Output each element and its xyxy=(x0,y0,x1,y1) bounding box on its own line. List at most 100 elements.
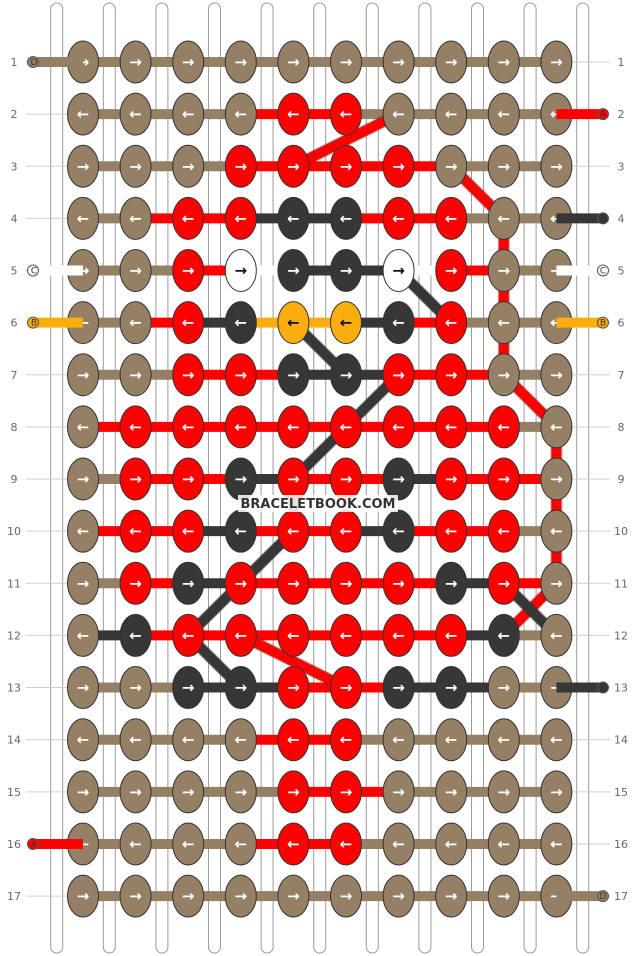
knot: ← xyxy=(487,613,520,657)
arrow-left-icon: ← xyxy=(287,209,300,227)
row-number-left: 10 xyxy=(7,525,21,538)
knot-bead xyxy=(435,405,468,449)
arrow-left-icon: ← xyxy=(498,314,511,332)
knot-bead xyxy=(172,613,205,657)
knot: ← xyxy=(435,718,468,762)
knot-bead xyxy=(224,561,257,605)
knot-bead xyxy=(172,822,205,866)
knot: → xyxy=(487,457,520,501)
knot-bead xyxy=(119,92,152,136)
knot: → xyxy=(487,249,520,293)
knot: → xyxy=(277,666,310,710)
row-number-left: 8 xyxy=(11,421,18,434)
arrow-right-icon: → xyxy=(235,157,248,175)
strand-rail xyxy=(50,2,64,954)
knot: → xyxy=(435,144,468,188)
knot: ← xyxy=(277,301,310,345)
knot-bead xyxy=(119,666,152,710)
knot: → xyxy=(330,353,362,397)
knot-bead xyxy=(172,405,205,449)
knot: ← xyxy=(277,92,310,136)
arrow-left-icon: ← xyxy=(340,314,353,332)
knot-bead xyxy=(67,666,99,710)
knot-bead xyxy=(119,718,152,762)
row-number-left: 1 xyxy=(11,56,18,69)
knot: → xyxy=(487,144,520,188)
knot-bead xyxy=(277,144,310,188)
knot-bead xyxy=(435,249,468,293)
knot-bead xyxy=(224,40,257,84)
knot-bead xyxy=(487,770,520,814)
strand-label-right: E xyxy=(600,684,606,694)
knot-bead xyxy=(487,144,520,188)
knot: → xyxy=(487,561,520,605)
knot: → xyxy=(330,249,362,293)
knot-bead xyxy=(67,457,99,501)
arrow-right-icon: → xyxy=(392,366,405,384)
row-number-right: 8 xyxy=(618,421,625,434)
knot: → xyxy=(172,353,205,397)
knot-bead xyxy=(487,405,520,449)
knot-bead xyxy=(382,405,415,449)
thread-diagonal xyxy=(288,109,404,172)
knot-bead xyxy=(224,249,257,293)
arrow-left-icon: ← xyxy=(287,314,300,332)
knot: → xyxy=(382,666,415,710)
knot-bead xyxy=(540,770,573,814)
arrow-left-icon: ← xyxy=(445,522,458,540)
arrow-right-icon: → xyxy=(498,470,511,488)
knot-bead xyxy=(540,822,573,866)
knot: ← xyxy=(330,718,362,762)
arrow-right-icon: → xyxy=(129,157,142,175)
arrow-left-icon: ← xyxy=(235,626,248,644)
strand-label-left: D xyxy=(31,58,38,68)
knot: ← xyxy=(540,509,573,553)
row-number-left: 7 xyxy=(11,369,18,382)
arrow-left-icon: ← xyxy=(498,731,511,749)
knot-bead xyxy=(119,196,152,240)
knot-bead xyxy=(435,457,468,501)
thread-diagonal xyxy=(235,630,351,693)
knot-bead xyxy=(382,457,415,501)
knot-bead xyxy=(330,822,362,866)
strand-end-left xyxy=(27,264,39,277)
knot-bead xyxy=(172,666,205,710)
knot-bead xyxy=(67,874,99,918)
knot: → xyxy=(277,457,310,501)
knot: → xyxy=(540,561,573,605)
knot-bead xyxy=(382,718,415,762)
knot-bead xyxy=(330,666,362,710)
knot: → xyxy=(277,144,310,188)
knot: → xyxy=(277,561,310,605)
row-number-left: 9 xyxy=(11,473,18,486)
knot-bead xyxy=(487,822,520,866)
arrow-right-icon: → xyxy=(498,887,511,905)
arrow-left-icon: ← xyxy=(445,731,458,749)
arrow-right-icon: → xyxy=(235,366,248,384)
knot: ← xyxy=(172,196,205,240)
arrow-left-icon: ← xyxy=(498,626,511,644)
knot-bead xyxy=(487,196,520,240)
knot-bead xyxy=(435,874,468,918)
knot: ← xyxy=(330,92,362,136)
arrow-left-icon: ← xyxy=(235,314,248,332)
knot: ← xyxy=(487,718,520,762)
knot-bead xyxy=(67,770,99,814)
arrow-left-icon: ← xyxy=(129,418,142,436)
arrow-right-icon: → xyxy=(340,783,353,801)
knot: ← xyxy=(382,613,415,657)
arrow-right-icon: → xyxy=(392,157,405,175)
arrow-right-icon: → xyxy=(235,53,248,71)
arrow-right-icon: → xyxy=(287,887,300,905)
knot: ← xyxy=(224,92,257,136)
knot: ← xyxy=(224,509,257,553)
arrow-right-icon: → xyxy=(287,262,300,280)
knot: ← xyxy=(540,718,573,762)
arrow-left-icon: ← xyxy=(287,835,300,853)
knot: → xyxy=(67,561,99,605)
knot-bead xyxy=(119,822,152,866)
knot: ← xyxy=(172,613,205,657)
arrow-right-icon: → xyxy=(340,470,353,488)
strand-end-left xyxy=(27,316,39,329)
arrow-left-icon: ← xyxy=(498,105,511,123)
